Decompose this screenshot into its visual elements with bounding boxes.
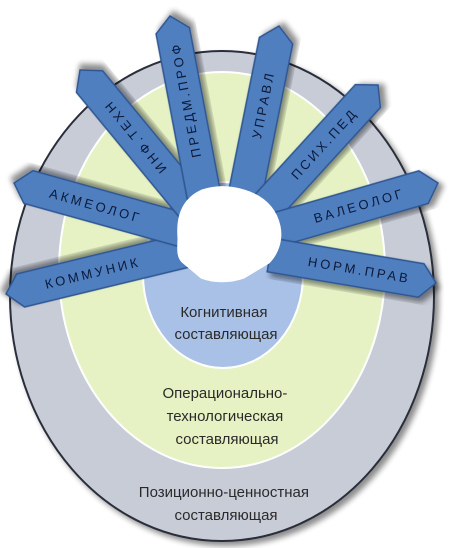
outer-ring-label: Позиционно-ценностная составляющая <box>139 484 313 524</box>
middle-ring-label-line-2: технологическая <box>167 408 284 425</box>
arrow-norm-prav: НОРМ.ПРАВ <box>266 237 437 299</box>
outer-ring-label-line-2: составляющая <box>174 507 277 524</box>
middle-ring-label-line-1: Операционально- <box>162 385 287 402</box>
middle-ring-label: Операционально- технологическая составля… <box>162 385 291 448</box>
arrow-shape-norm-prav <box>266 237 437 299</box>
inner-ring-label-line-2: составляющая <box>174 326 277 343</box>
middle-ring-label-line-3: составляющая <box>175 431 278 448</box>
outer-ring-label-line-1: Позиционно-ценностная <box>139 484 309 501</box>
arrow-upravl: УПРАВЛ <box>227 25 294 201</box>
inner-ring-label-line-1: Когнитивная <box>180 304 267 321</box>
inner-ring-label: Когнитивная составляющая <box>174 304 277 343</box>
hub-shape <box>177 186 282 283</box>
